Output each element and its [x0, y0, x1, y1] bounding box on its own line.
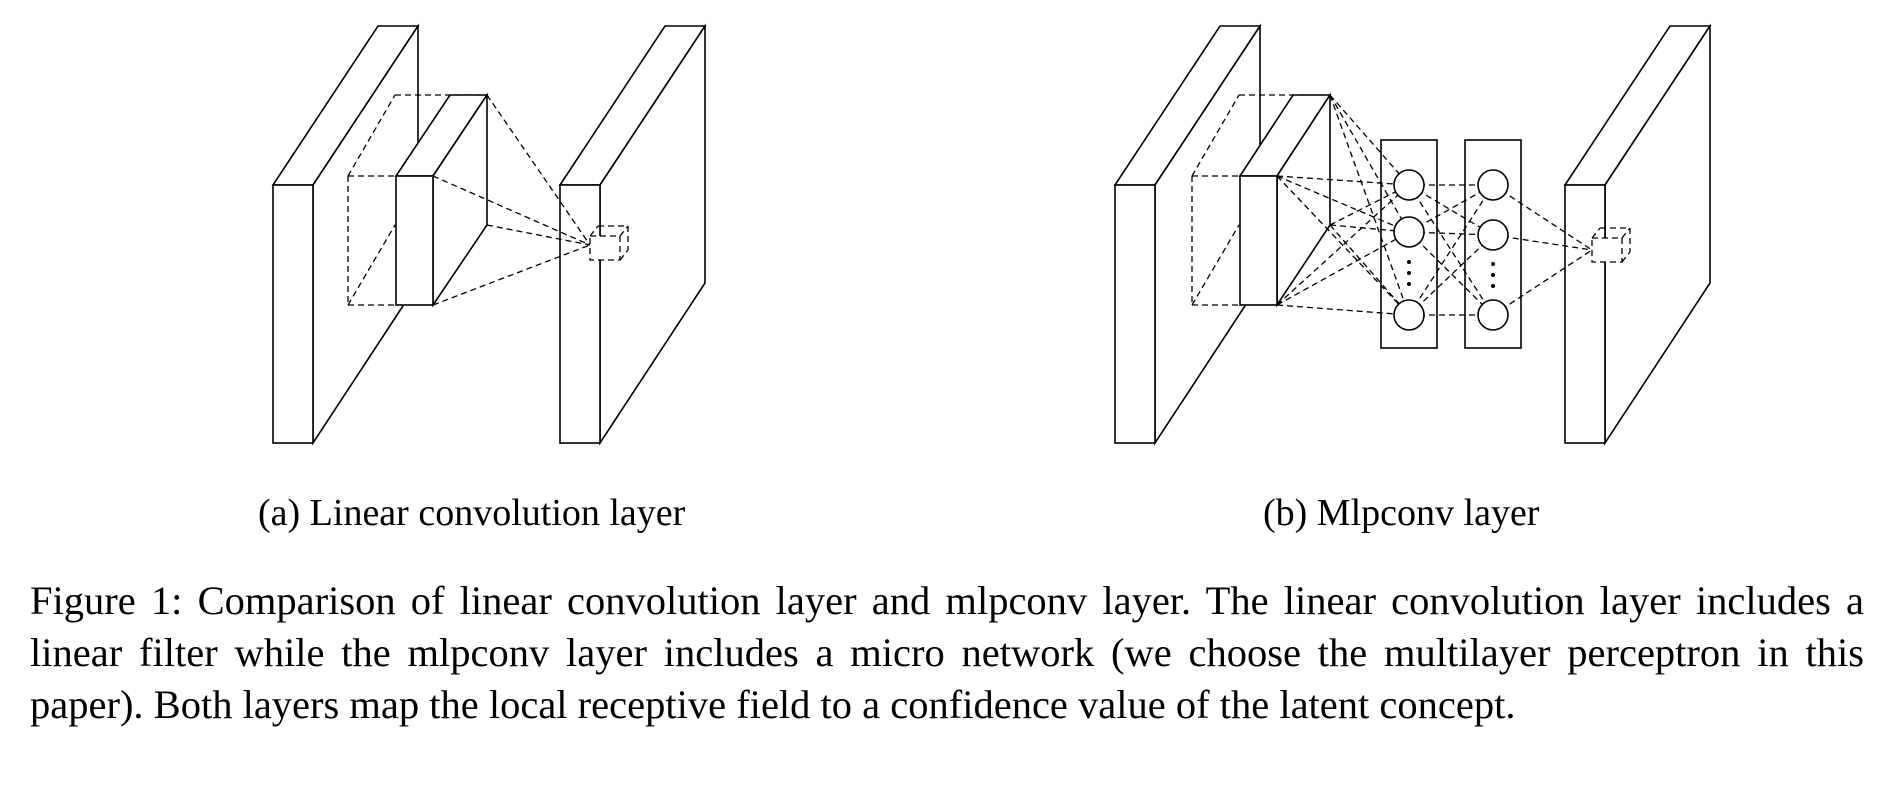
subfigure-b-caption: (b) Mlpconv layer [1263, 492, 1540, 534]
mlp-node [1393, 299, 1425, 331]
output-feature-map [558, 23, 707, 446]
mlpconv-diagram [1113, 23, 1712, 446]
mlp-node [1477, 169, 1509, 201]
mlp-node [1393, 169, 1425, 201]
linear-filter [394, 92, 489, 308]
figure-caption: Figure 1: Comparison of linear convoluti… [30, 578, 1864, 727]
output-feature-map [1563, 23, 1712, 446]
mlp-node [1477, 219, 1509, 251]
receptive-field-box [347, 94, 487, 306]
output-unit-cube [589, 225, 629, 261]
subfigure-a-caption: (a) Linear convolution layer [258, 492, 686, 534]
ellipsis-dots [1491, 262, 1495, 288]
linear-convolution-diagram [271, 23, 707, 446]
input-feature-map [1113, 23, 1262, 446]
input-feature-map [271, 23, 420, 446]
connections-hidden-to-output [1492, 184, 1593, 316]
projection-lines [432, 94, 591, 306]
mlp-node [1393, 216, 1425, 248]
ellipsis-dots [1407, 260, 1411, 286]
output-unit-cube [1591, 227, 1631, 263]
figure-diagram [271, 23, 1712, 446]
connections-input-to-hidden [1276, 94, 1410, 316]
micro-network [1276, 94, 1593, 349]
local-patch [1238, 92, 1332, 308]
mlp-node [1477, 299, 1509, 331]
